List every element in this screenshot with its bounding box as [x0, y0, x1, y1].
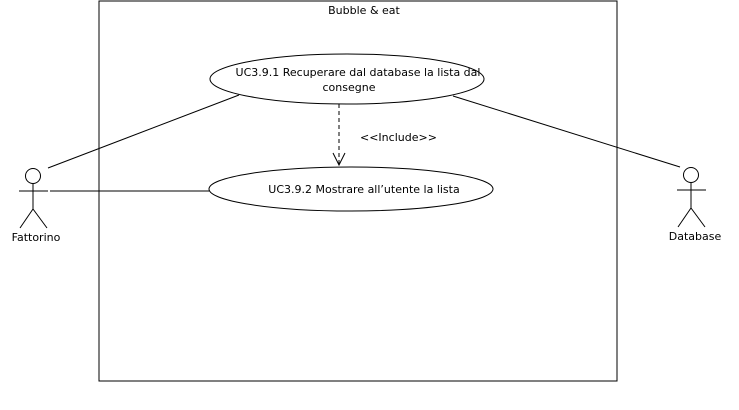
- actor-fattorino-name: Fattorino: [12, 231, 61, 244]
- use-case-uc1-label-line2: consegne: [323, 81, 376, 94]
- use-case-uc2-ellipse[interactable]: [208, 166, 494, 212]
- use-case-uc2[interactable]: UC3.9.2 Mostrare all’utente la lista: [208, 166, 494, 212]
- use-case-uc1[interactable]: UC3.9.1 Recuperare dal database la lista…: [209, 53, 485, 105]
- association-database-uc1: [452, 95, 681, 168]
- actor-fattorino[interactable]: Fattorino: [12, 168, 61, 245]
- include-arrowhead: [332, 152, 346, 167]
- actor-fattorino-figure-icon: [19, 168, 48, 229]
- use-case-uc1-label-line1: UC3.9.1 Recuperare dal database la lista…: [236, 66, 481, 79]
- system-title: Bubble & eat: [328, 4, 400, 17]
- actor-database-name: Database: [669, 230, 722, 243]
- include-stereotype-label: <<Include>>: [360, 131, 437, 144]
- use-case-uc2-label: UC3.9.2 Mostrare all’utente la lista: [268, 183, 459, 196]
- actor-database[interactable]: Database: [669, 167, 722, 244]
- actor-database-figure-icon: [677, 167, 706, 228]
- use-case-uc1-ellipse[interactable]: [209, 53, 485, 105]
- association-fattorino-uc1: [47, 94, 240, 169]
